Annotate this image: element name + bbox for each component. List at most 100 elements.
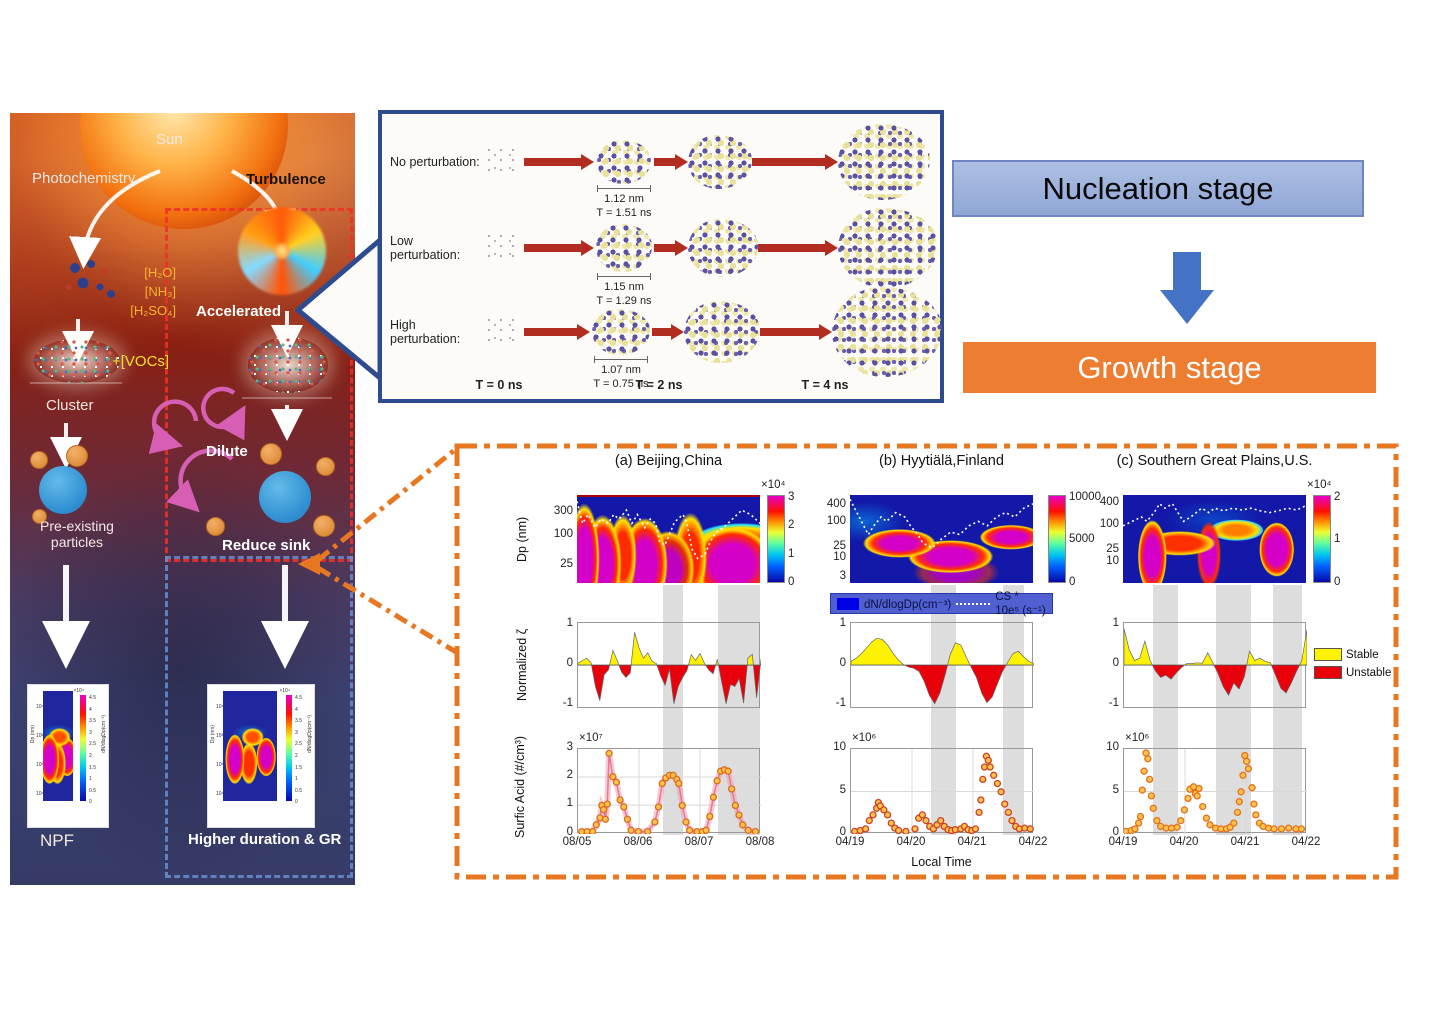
photochemistry-label: Photochemistry bbox=[32, 170, 136, 187]
sim-row-no-perturbation: No perturbation: 1.12 nm T = 1.51 ns bbox=[390, 120, 936, 219]
cluster-t2-icon bbox=[688, 135, 752, 189]
acid-ytick: 10 bbox=[1106, 741, 1119, 753]
legend-dotted-line-icon bbox=[956, 602, 991, 605]
mini-spectrogram bbox=[43, 691, 73, 801]
mini-spectrogram bbox=[223, 691, 277, 801]
acid-ytick: 5 bbox=[839, 783, 846, 796]
acid-axis-label: Surfic Acid (#/cm³) bbox=[513, 735, 527, 838]
acid-ytick: 10 bbox=[833, 741, 846, 753]
mini-cbar-label: dN/dlogDp(cm⁻³) bbox=[307, 715, 313, 753]
red-arrow-icon bbox=[524, 154, 594, 170]
size-bracket bbox=[597, 185, 651, 192]
accelerated-cluster-icon bbox=[248, 337, 328, 393]
growth-mini-chart: Dp (nm) 10⁴ 10³ 10² 10¹ ×10⁴ 4.5 4 3.5 3… bbox=[208, 685, 314, 827]
colorbar-tick: 0 bbox=[1069, 576, 1076, 589]
cluster-icon bbox=[34, 339, 120, 383]
mini-colorbar bbox=[286, 695, 292, 801]
colorbar-scale: ×10⁴ bbox=[761, 479, 786, 491]
cluster-size-time: 1.12 nm T = 1.51 ns bbox=[596, 193, 652, 219]
acid-plot-a bbox=[577, 748, 761, 836]
spectro-ytick: 400 bbox=[826, 497, 846, 510]
colorbar-scale: ×10⁴ bbox=[1307, 479, 1332, 491]
sun-to-photochemistry-arrow bbox=[69, 169, 161, 269]
spectro-ytick: 3 bbox=[839, 569, 846, 582]
spectrogram-a bbox=[577, 495, 760, 583]
legend-label: Unstable bbox=[1346, 666, 1392, 679]
colorbar-tick: 2 bbox=[788, 518, 795, 531]
x-axis-tick: 08/08 bbox=[745, 836, 775, 848]
small-particle-icon bbox=[260, 443, 282, 465]
event-shading bbox=[1216, 585, 1252, 835]
red-arrow-icon bbox=[752, 154, 838, 170]
time-axis-t4: T = 4 ns bbox=[801, 378, 849, 392]
md-simulation-box: No perturbation: 1.12 nm T = 1.51 ns Low… bbox=[378, 110, 944, 403]
x-axis-tick: 04/21 bbox=[1230, 836, 1260, 848]
turbulence-label: Turbulence bbox=[246, 171, 326, 188]
acid-ytick: 5 bbox=[1112, 783, 1119, 796]
acid-plot-b bbox=[850, 748, 1034, 836]
time-axis-t0: T = 0 ns bbox=[475, 378, 523, 392]
dilute-arrow-icon bbox=[166, 448, 234, 513]
cluster-size-time: 1.15 nm T = 1.29 ns bbox=[596, 281, 652, 307]
spectro-ytick: 300 bbox=[553, 504, 573, 517]
x-axis-tick: 04/20 bbox=[1169, 836, 1199, 848]
spectro-ytick: 400 bbox=[1099, 495, 1119, 508]
legend-line-label: CS * 10e⁵ (s⁻¹) bbox=[995, 590, 1046, 617]
spectrogram-c bbox=[1123, 495, 1306, 583]
zeta-plot-c bbox=[1123, 622, 1307, 708]
colorbar-tick: 1 bbox=[788, 548, 795, 560]
red-arrow-icon bbox=[758, 240, 838, 256]
red-arrow-icon bbox=[654, 240, 688, 256]
atmosphere-illustration-panel: Sun Photochemistry Turbulence [H₂O] [NH₃… bbox=[10, 113, 355, 885]
preexisting-particle-icon bbox=[39, 466, 87, 514]
pre-existing-label: Pre-existing particles bbox=[40, 518, 114, 550]
sim-row-low-perturbation: Low perturbation: 1.15 nm T = 1.29 ns bbox=[390, 206, 938, 307]
result-dashed-box bbox=[165, 556, 353, 878]
cluster-t1-icon bbox=[597, 140, 651, 184]
acid-scale: ×10⁶ bbox=[1125, 732, 1150, 744]
nucleation-stage-label: Nucleation stage bbox=[1042, 170, 1274, 206]
legend-label: Stable bbox=[1346, 648, 1379, 661]
legend-swatch-icon bbox=[1314, 666, 1342, 679]
vapor-dots-icon bbox=[486, 233, 524, 263]
zeta-ytick: -1 bbox=[835, 696, 846, 709]
cluster-t2-icon bbox=[684, 301, 760, 363]
spectro-ytick: 100 bbox=[1099, 517, 1119, 530]
x-axis-tick: 04/19 bbox=[1108, 836, 1138, 848]
vapor-dots-icon bbox=[486, 317, 524, 347]
spectro-ytick: 100 bbox=[553, 527, 573, 540]
stage-down-arrow-icon bbox=[1160, 252, 1214, 326]
small-particle-icon bbox=[66, 445, 88, 467]
cluster-t1-icon bbox=[596, 224, 652, 272]
turbulence-swirl-icon bbox=[238, 207, 326, 295]
zeta-ytick: 1 bbox=[566, 616, 573, 629]
acid-scale: ×10⁷ bbox=[579, 732, 603, 744]
x-axis-tick: 08/05 bbox=[562, 836, 592, 848]
small-particle-icon bbox=[313, 515, 335, 537]
spectro-ytick: 100 bbox=[826, 515, 846, 528]
zeta-ytick: 0 bbox=[839, 657, 846, 670]
vapor-dots-icon bbox=[486, 147, 524, 177]
chart-title-c: (c) Southern Great Plains,U.S. bbox=[1116, 453, 1313, 469]
zeta-ytick: 0 bbox=[566, 657, 573, 670]
red-arrow-icon bbox=[524, 240, 594, 256]
zeta-plot-b bbox=[850, 622, 1034, 708]
event-shading bbox=[930, 585, 957, 835]
x-axis-tick: 04/22 bbox=[1291, 836, 1321, 848]
event-shading bbox=[1002, 585, 1024, 835]
zeta-ytick: 1 bbox=[1112, 616, 1119, 629]
colorbar-tick: 3 bbox=[788, 490, 795, 503]
colorbar-tick: 0 bbox=[788, 576, 795, 589]
dilute-label: Dilute bbox=[206, 443, 248, 460]
row-label: No perturbation: bbox=[390, 155, 480, 169]
x-axis-title: Local Time bbox=[911, 855, 972, 869]
zeta-plot-a bbox=[577, 622, 761, 708]
red-arrow-icon bbox=[524, 324, 590, 340]
x-axis-tick: 08/06 bbox=[623, 836, 653, 848]
legend-swatch-icon bbox=[1314, 648, 1342, 661]
colorbar-tick: 0 bbox=[1334, 576, 1341, 589]
acid-scale: ×10⁶ bbox=[852, 732, 877, 744]
growth-stage-box: Growth stage bbox=[963, 342, 1376, 393]
